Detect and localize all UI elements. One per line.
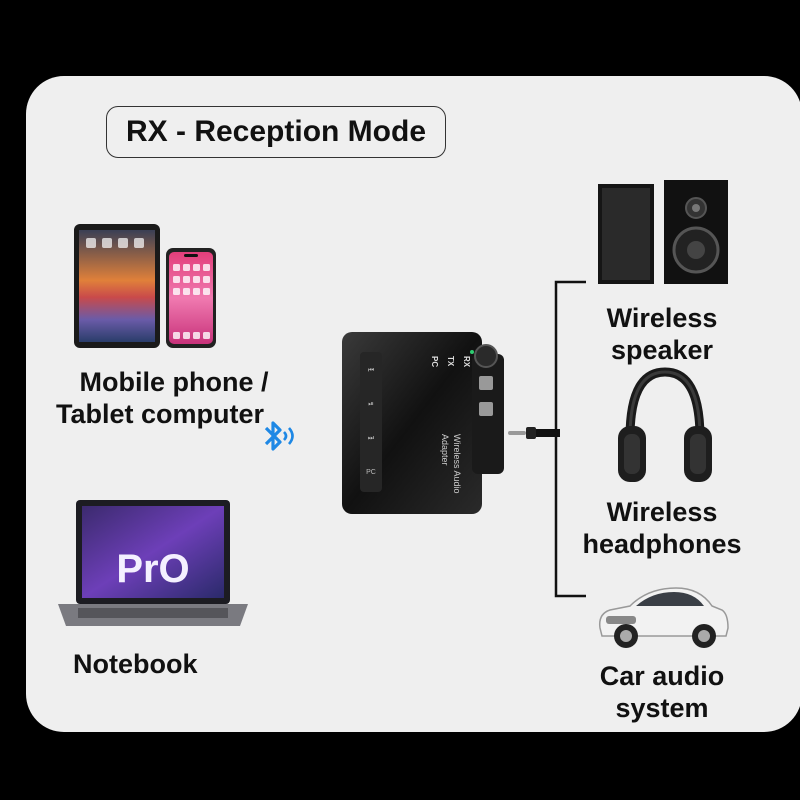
car-icon	[598, 587, 729, 648]
speaker-label-line1: Wireless	[606, 303, 718, 333]
car-label-line1: Car audio	[599, 661, 725, 691]
laptop-screen-text: PrO	[116, 547, 189, 591]
brand-line1: Wireless Audio	[452, 434, 462, 494]
mobile-label-line1: Mobile phone /	[79, 367, 269, 397]
mode-pc: PC	[430, 356, 439, 367]
phone-icon	[166, 248, 216, 348]
btn-label-4: PC	[366, 469, 376, 476]
adapter-device: ⏮ ⏯ ⏭ PC PC TX RX Wireless Audio Adapter	[342, 332, 504, 514]
notebook-label: Notebook	[73, 649, 198, 679]
mode-rx: RX	[462, 356, 471, 368]
speaker-icon	[598, 180, 728, 284]
speaker-label: Wireless speaker	[582, 302, 742, 366]
btn-label-3: ⏭	[368, 435, 375, 442]
mobile-label-line2: Tablet computer	[55, 399, 265, 429]
headphones-icon	[618, 367, 712, 482]
mode-tx: TX	[446, 356, 455, 367]
laptop-icon: PrO	[58, 500, 248, 626]
car-label: Car audio system	[582, 660, 742, 724]
headphones-label-line1: Wireless	[606, 497, 718, 527]
btn-label-2: ⏯	[368, 401, 374, 408]
connection-bracket	[546, 280, 586, 598]
mobile-label: Mobile phone / Tablet computer	[40, 366, 280, 430]
headphones-label: Wireless headphones	[572, 496, 752, 560]
speaker-label-line2: speaker	[610, 335, 714, 365]
diagram-card: RX - Reception Mode	[26, 76, 800, 732]
mode-title: RX - Reception Mode	[106, 106, 446, 158]
bluetooth-icon	[264, 421, 294, 451]
car-label-line2: system	[615, 693, 709, 723]
headphones-label-line2: headphones	[582, 529, 742, 559]
tablet-icon	[74, 224, 160, 348]
btn-label-1: ⏮	[368, 367, 374, 374]
brand-line2: Adapter	[440, 434, 450, 466]
